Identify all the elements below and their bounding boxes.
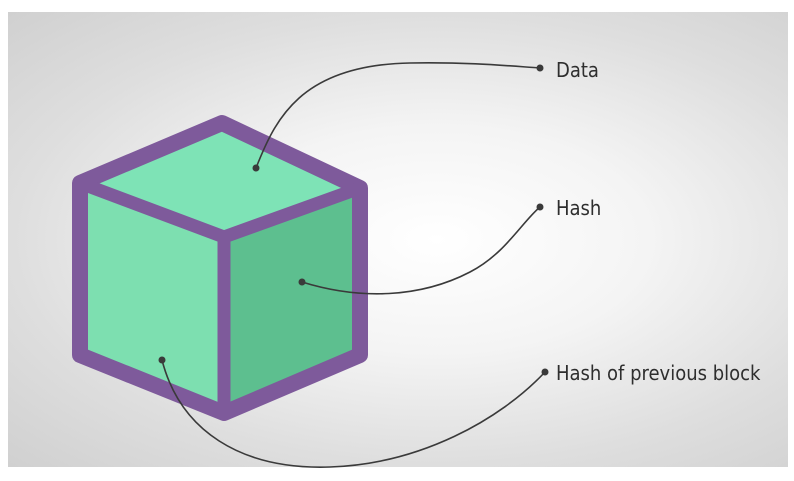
connector-prev-hash-start-dot <box>158 356 166 364</box>
connector-data-end-dot <box>536 64 544 72</box>
connector-hash <box>301 206 541 295</box>
connector-prev-hash <box>161 359 546 468</box>
connector-hash-start-dot <box>298 278 306 286</box>
block-cube <box>72 115 368 421</box>
connectors <box>158 62 549 468</box>
cube-outline <box>72 115 368 421</box>
cube-inner-edges <box>73 176 367 420</box>
label-prev-hash: Hash of previous block <box>556 361 761 385</box>
connector-prev-hash-end-dot <box>541 368 549 376</box>
label-hash: Hash <box>556 196 601 220</box>
connector-data-start-dot <box>252 164 260 172</box>
cube-left-face <box>80 183 224 413</box>
connector-hash-end-dot <box>536 203 544 211</box>
connector-data <box>255 62 541 169</box>
label-data: Data <box>556 58 599 82</box>
cube-right-face <box>224 188 360 413</box>
